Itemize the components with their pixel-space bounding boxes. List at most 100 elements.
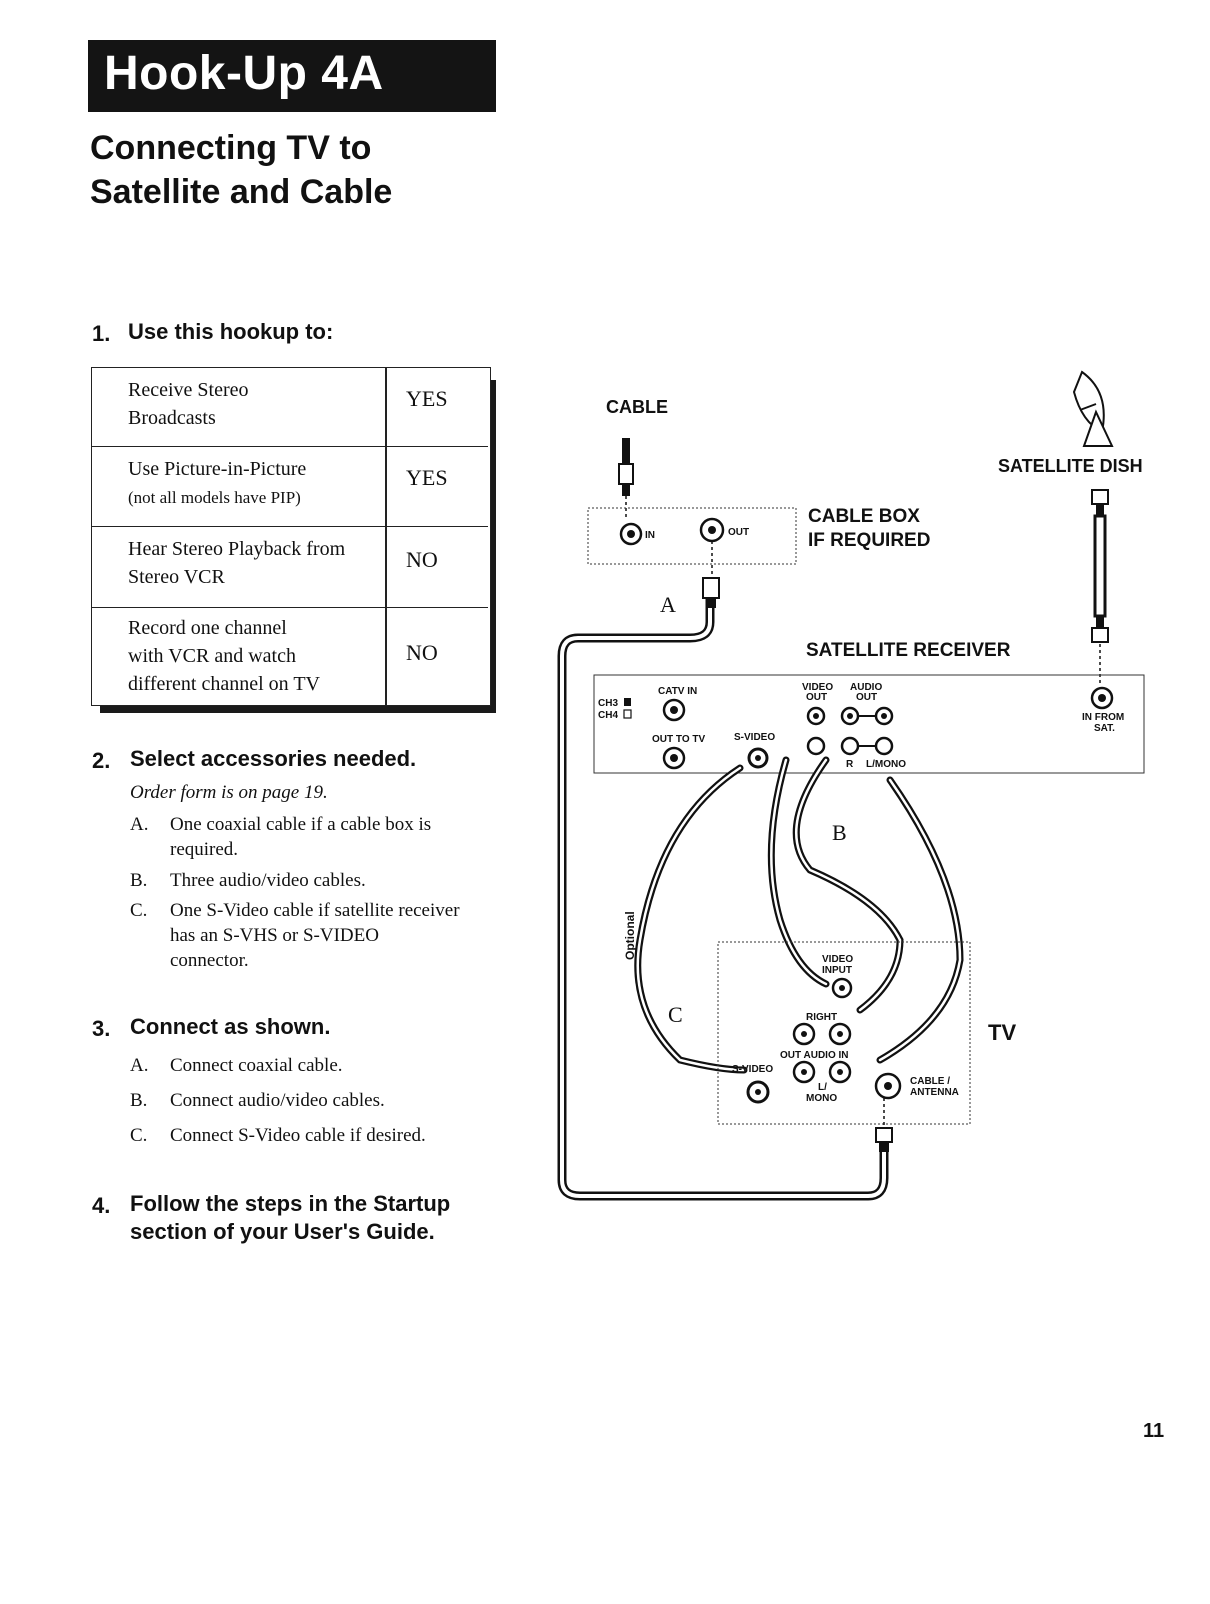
video-out-label-2: OUT	[806, 692, 827, 703]
step-4-title: Follow the steps in the Startup section …	[130, 1190, 450, 1246]
row-text-line: Stereo VCR	[128, 566, 225, 588]
cable-letter-b: B	[832, 820, 847, 845]
audio-out-label-2: OUT	[856, 692, 877, 703]
satellite-receiver-panel	[593, 674, 1145, 774]
step-1-title: Use this hookup to:	[128, 319, 334, 344]
table-shadow	[488, 380, 496, 713]
usage-table: Receive Stereo Broadcasts YES Use Pictur…	[91, 367, 491, 706]
item-text-line: Connect S-Video cable if desired.	[170, 1125, 426, 1146]
step-1-number: 1.	[92, 321, 111, 346]
row-text-line: Receive Stereo	[128, 379, 249, 401]
row-text-line: Use Picture-in-Picture	[128, 458, 307, 480]
cable-box	[587, 507, 797, 565]
item-text-line: Connect coaxial cable.	[170, 1055, 343, 1076]
satellite-dish-label: SATELLITE DISH	[998, 456, 1143, 476]
tv-label: TV	[988, 1020, 1016, 1045]
audio-video-cables-b	[767, 756, 964, 1064]
receiver-s-video-jack-icon	[747, 747, 769, 769]
item-text-line: Connect audio/video cables.	[170, 1090, 385, 1111]
table-row: Use Picture-in-Picture (not all models h…	[92, 447, 488, 527]
coaxial-cable-a	[557, 592, 889, 1201]
tv-panel	[717, 941, 971, 1125]
banner-title: Hook-Up 4A	[104, 47, 384, 100]
item-text-line: Three audio/video cables.	[170, 870, 366, 891]
in-from-sat-label-1: IN FROM	[1082, 712, 1124, 723]
video-out-label-1: VIDEO	[802, 682, 833, 693]
l-mono-label: L/MONO	[866, 759, 906, 770]
optional-label: Optional	[623, 911, 637, 960]
item-text-line: One coaxial cable if a cable box is	[170, 814, 432, 835]
item-text-line: connector.	[170, 950, 249, 971]
right-channel-label: R	[846, 759, 854, 770]
item-letter: A.	[130, 1055, 149, 1076]
item-letter: C.	[130, 1125, 148, 1146]
out-to-tv-label: OUT TO TV	[652, 734, 705, 745]
tv-s-video-label: S-VIDEO	[732, 1064, 773, 1075]
catv-in-jack-icon	[662, 698, 686, 722]
cable-box-out-jack-icon	[699, 517, 725, 543]
ch4-label: CH4	[598, 710, 618, 721]
tv-video-input-jack-icon	[831, 977, 853, 999]
row-text-line: Broadcasts	[128, 407, 216, 429]
subtitle-line-1: Connecting TV to	[90, 129, 372, 167]
coaxial-cable-a-inner	[560, 592, 886, 1198]
step-3-number: 3.	[92, 1016, 111, 1041]
step-4-title-line: section of your User's Guide.	[130, 1219, 435, 1244]
s-video-cable-c-inner	[636, 766, 746, 1072]
list-item: B. Three audio/video cables.	[130, 868, 510, 894]
in-from-sat-jack-icon	[1090, 686, 1114, 710]
video-input-label-2: INPUT	[822, 965, 852, 976]
step-4-number: 4.	[92, 1193, 111, 1218]
row-answer: YES	[406, 465, 448, 490]
tv-cable-antenna-jack-icon	[874, 1072, 902, 1100]
list-item: C. One S-Video cable if satellite receiv…	[130, 898, 510, 974]
list-item: B. Connect audio/video cables.	[130, 1088, 510, 1114]
row-answer: NO	[406, 547, 438, 572]
table-column-divider	[385, 368, 387, 705]
coax-connector-a-icon	[702, 577, 720, 608]
ch4-switch-icon[interactable]	[623, 709, 632, 719]
step-2-title: Select accessories needed.	[130, 746, 417, 771]
out-to-tv-jack-icon	[662, 746, 686, 770]
row-answer: NO	[406, 640, 438, 665]
step-3-title: Connect as shown.	[130, 1014, 331, 1039]
cable-box-label-2: IF REQUIRED	[808, 530, 930, 551]
row-answer: YES	[406, 386, 448, 411]
tv-audio-jacks-icon	[792, 1022, 852, 1084]
cable-antenna-label-1: CABLE /	[910, 1076, 950, 1087]
ch3-label: CH3	[598, 698, 618, 709]
table-row: Record one channel with VCR and watch di…	[92, 608, 488, 704]
cable-letter-c: C	[668, 1002, 683, 1027]
step-4-title-line: Follow the steps in the Startup	[130, 1191, 451, 1216]
list-item: A. Connect coaxial cable.	[130, 1053, 510, 1079]
item-letter: B.	[130, 870, 148, 891]
item-letter: B.	[130, 1090, 148, 1111]
order-form-note: Order form is on page 19.	[130, 782, 328, 803]
catv-in-label: CATV IN	[658, 686, 697, 697]
page-subtitle: Connecting TV to Satellite and Cable	[90, 126, 510, 214]
tv-coax-connector-icon	[875, 1127, 893, 1152]
audio-out-label-1: AUDIO	[850, 682, 882, 693]
video-input-label-1: VIDEO	[822, 954, 853, 965]
item-text-line: required.	[170, 839, 239, 860]
item-letter: A.	[130, 814, 149, 835]
hookup-diagram: CABLE IN OUT CABLE BOX IF REQUIRED A SAT…	[557, 370, 1145, 1201]
l-slash-label: L/	[818, 1082, 827, 1093]
row-text-line: with VCR and watch	[128, 645, 296, 667]
table-row: Hear Stereo Playback from Stereo VCR NO	[92, 527, 488, 608]
cable-box-in-label: IN	[645, 530, 655, 541]
ch3-switch-icon[interactable]	[624, 698, 631, 706]
row-text-line: Record one channel	[128, 617, 287, 639]
satellite-receiver-label: SATELLITE RECEIVER	[806, 640, 1011, 661]
row-text-line: (not all models have PIP)	[128, 488, 301, 507]
step-2-number: 2.	[92, 748, 111, 773]
row-text-line: different channel on TV	[128, 673, 320, 695]
cable-letter-a: A	[660, 592, 676, 617]
item-text-line: One S-Video cable if satellite receiver	[170, 900, 460, 921]
out-audio-in-label: OUT AUDIO IN	[780, 1050, 849, 1061]
item-text-line: has an S-VHS or S-VIDEO	[170, 925, 379, 946]
right-audio-label: RIGHT	[806, 1012, 837, 1023]
item-letter: C.	[130, 900, 148, 921]
cable-box-in-jack-icon	[619, 522, 643, 546]
list-item: A. One coaxial cable if a cable box is r…	[130, 812, 510, 864]
